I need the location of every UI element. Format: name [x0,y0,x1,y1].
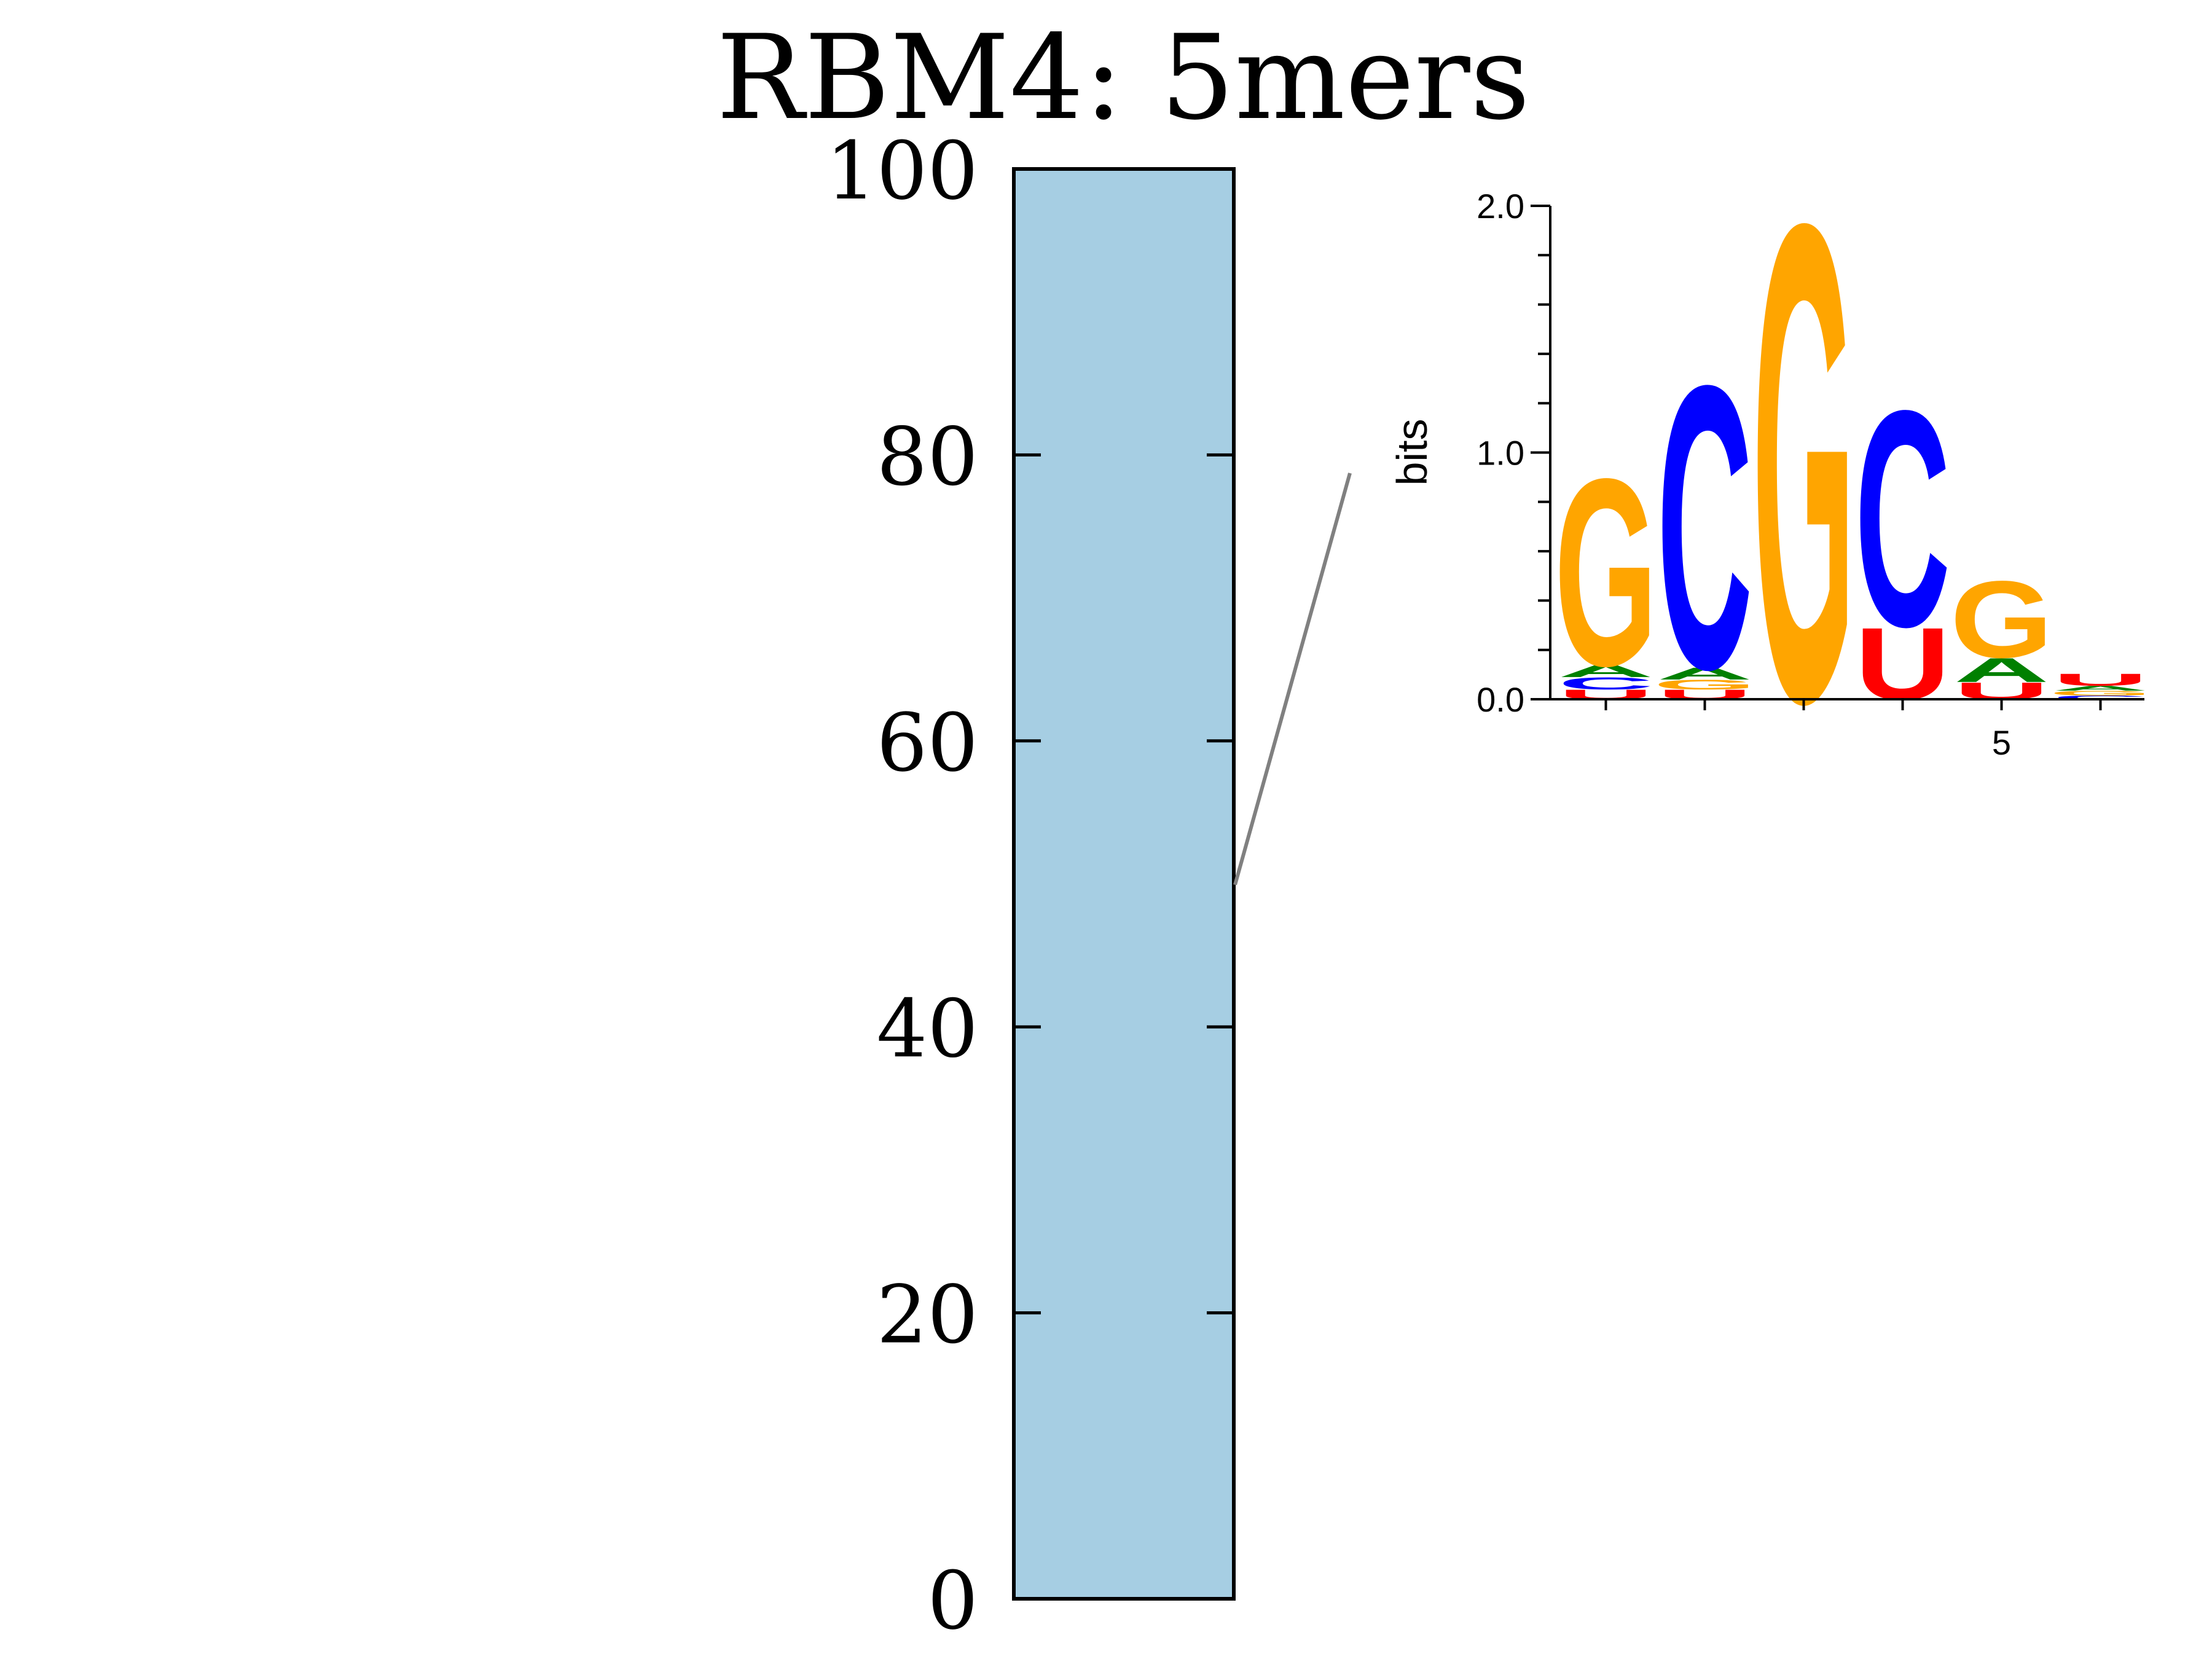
logo-letter-C: C [1657,301,1752,753]
logo-letter-A: A [1954,651,2049,689]
chart-title: RBM4: 5mers [716,10,1530,146]
logo-letter-C: C [1558,674,1653,693]
bar [1014,169,1234,1599]
y-tick-label: 40 [877,982,978,1075]
logo-letter-C: C [2053,694,2148,700]
logo-letter-C: C [1855,346,1950,691]
logo-y-label: bits [1388,419,1436,486]
logo-letter-A: A [1657,664,1752,683]
logo-letter-G: G [2049,689,2152,697]
logo-y-tick-label: 0.0 [1477,680,1524,719]
logo-letter-G: G [1752,82,1855,844]
logo-letter-A: A [2053,684,2148,692]
y-tick-label: 20 [877,1268,978,1362]
logo-y-tick-label: 1.0 [1477,434,1524,473]
y-tick-label: 60 [877,696,978,790]
y-tick-label: 80 [877,410,978,503]
logo-letter-G: G [1555,423,1657,722]
logo-y-tick-label: 2.0 [1477,187,1524,226]
logo-letter-A: A [1558,662,1653,681]
logo-letter-G: G [1950,558,2053,680]
main-axes: 0 20 40 60 80 100 [826,124,1236,1647]
y-tick-label: 0 [927,1554,978,1647]
inset-connector-line [1233,473,1352,885]
logo-letter-G: G [1653,677,1756,692]
logo-x-tick-label: 5 [1992,723,2011,762]
y-tick-label: 100 [826,124,978,218]
logo-letter-U: U [2053,670,2148,689]
